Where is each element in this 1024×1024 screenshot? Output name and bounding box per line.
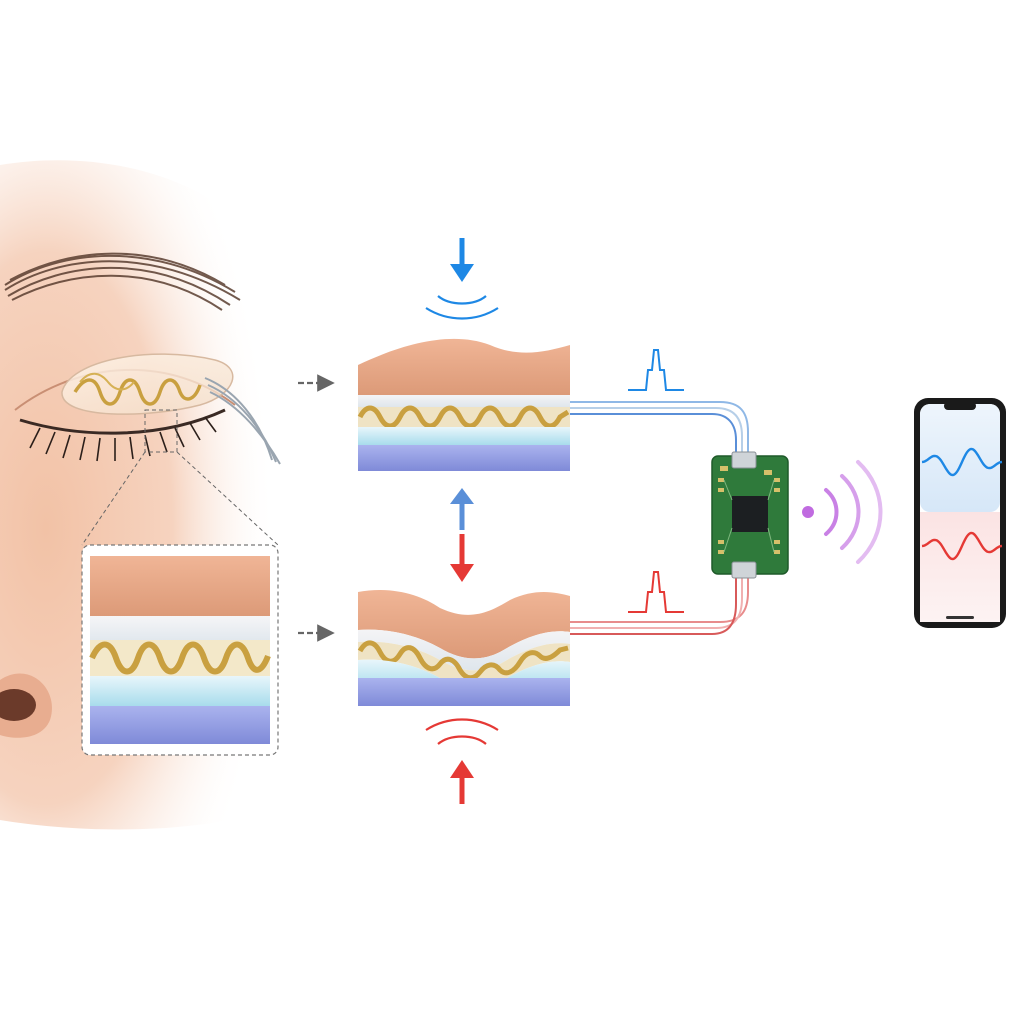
pressed-skin-layer xyxy=(358,589,570,659)
pressed-signal-cable xyxy=(570,574,749,635)
gray-pointer-arrows xyxy=(298,374,335,642)
phone-screen-top xyxy=(920,404,1000,512)
pcb-traces xyxy=(723,479,775,553)
relaxed-substrate-layer xyxy=(358,445,570,471)
pulse-signal-icon xyxy=(628,349,684,391)
relaxed-skin-layer xyxy=(358,338,570,395)
smartphone-display xyxy=(914,398,1006,628)
zoom-indicator xyxy=(81,409,279,546)
phone-screen-bottom xyxy=(920,512,1000,622)
pressed-substrate-layer xyxy=(358,678,570,706)
relaxed-gold-serpentine xyxy=(357,405,570,429)
pressed-gold-serpentine xyxy=(357,640,569,681)
up-arrow-icon xyxy=(450,760,474,804)
pcb-wireless-module xyxy=(711,451,789,579)
inset-skin-layer xyxy=(90,556,270,616)
eyelid-sensor-patch xyxy=(61,353,234,415)
red-pressure-wave xyxy=(425,718,499,745)
eyebrow xyxy=(4,252,241,311)
pcb-pads xyxy=(718,466,780,554)
sensor-stack-pressed xyxy=(357,589,570,706)
pressed-adhesive-layer xyxy=(358,629,570,671)
down-arrow-icon xyxy=(450,238,474,282)
nostril xyxy=(0,689,36,721)
phone-home-indicator xyxy=(946,616,974,619)
phone-notch xyxy=(944,402,976,410)
patch-gold-serpentine xyxy=(73,378,202,406)
phone-red-waveform xyxy=(921,531,1003,561)
inset-substrate-layer xyxy=(90,706,270,744)
pcb-chip xyxy=(732,496,768,532)
pcb-top-connector xyxy=(731,451,757,469)
relaxed-adhesive-layer xyxy=(358,395,570,407)
inset-hydrogel-layer xyxy=(90,676,270,706)
sensor-layer-stack-inset xyxy=(81,544,279,756)
inset-adhesive-layer xyxy=(90,616,270,640)
pulse-signal-icon-red xyxy=(628,571,684,613)
inset-gold-serpentine xyxy=(89,641,271,675)
relaxed-signal-cable xyxy=(570,401,749,458)
phone-blue-waveform xyxy=(921,447,1003,477)
relaxed-hydrogel-layer xyxy=(358,427,570,445)
closed-eye-line xyxy=(19,408,226,435)
pressed-hydrogel-layer xyxy=(358,659,570,689)
wireless-waves-icon xyxy=(802,460,883,564)
patch-lead-wires xyxy=(204,377,281,465)
pcb-bottom-connector xyxy=(731,561,757,579)
blue-pressure-wave xyxy=(425,295,499,320)
bidirectional-arrow-icon xyxy=(450,488,474,582)
sensor-stack-relaxed xyxy=(357,338,570,471)
pressed-trace-layer xyxy=(358,641,570,689)
